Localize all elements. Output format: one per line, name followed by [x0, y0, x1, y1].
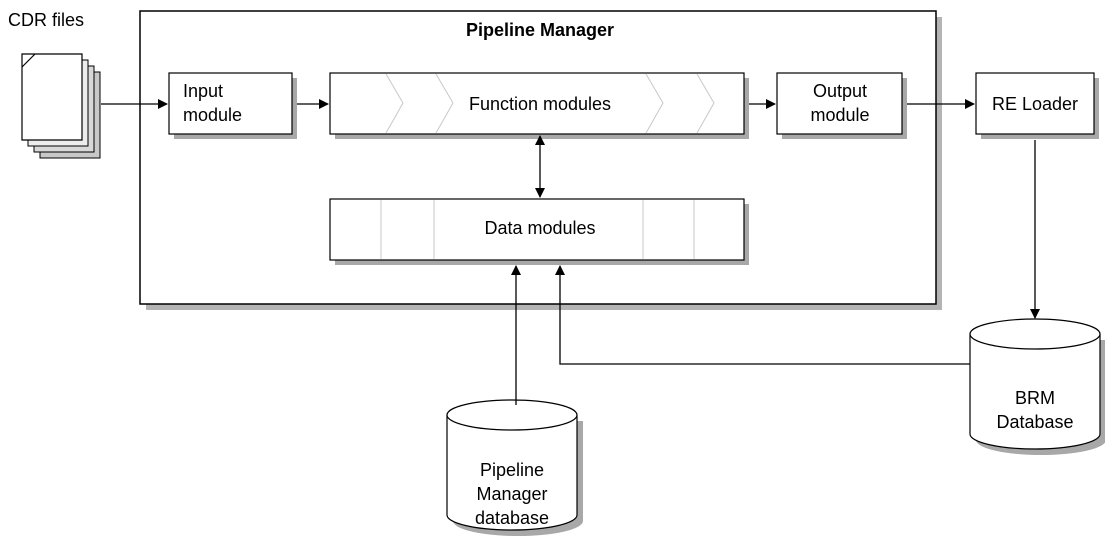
pipeline-db-line1: Pipeline [479, 460, 545, 480]
cdr-files-label: CDR files [8, 10, 85, 30]
pipeline-db-line2: Manager [476, 484, 548, 504]
arrow-brm-to-data [555, 265, 970, 365]
output-module-line2: module [810, 105, 870, 125]
data-modules-box [329, 198, 749, 265]
output-module-label: Output module [778, 79, 902, 127]
pipeline-manager-container [139, 10, 942, 310]
brm-database-cylinder [969, 318, 1105, 455]
output-module-box [776, 72, 907, 139]
brm-database-line2: Database [996, 412, 1074, 432]
input-module-label: Input module [183, 79, 242, 127]
pipeline-db-label: Pipeline Manager database [447, 458, 577, 530]
pipeline-manager-database-cylinder [446, 399, 583, 536]
pipeline-manager-title: Pipeline Manager [465, 20, 615, 40]
brm-database-label: BRM Database [970, 386, 1100, 434]
input-module-line2: module [183, 105, 243, 125]
cdr-files-icon [21, 53, 101, 159]
re-loader-box [975, 72, 1099, 139]
brm-database-line1: BRM [1015, 388, 1055, 408]
output-module-line1: Output [812, 81, 868, 101]
function-modules-label: Function modules [468, 94, 612, 114]
function-modules-box [329, 72, 749, 139]
pipeline-db-line3: database [474, 508, 550, 528]
data-modules-label: Data modules [484, 218, 596, 238]
re-loader-label: RE Loader [991, 94, 1079, 114]
input-module-box [168, 72, 297, 139]
input-module-line1: Input [183, 81, 224, 101]
